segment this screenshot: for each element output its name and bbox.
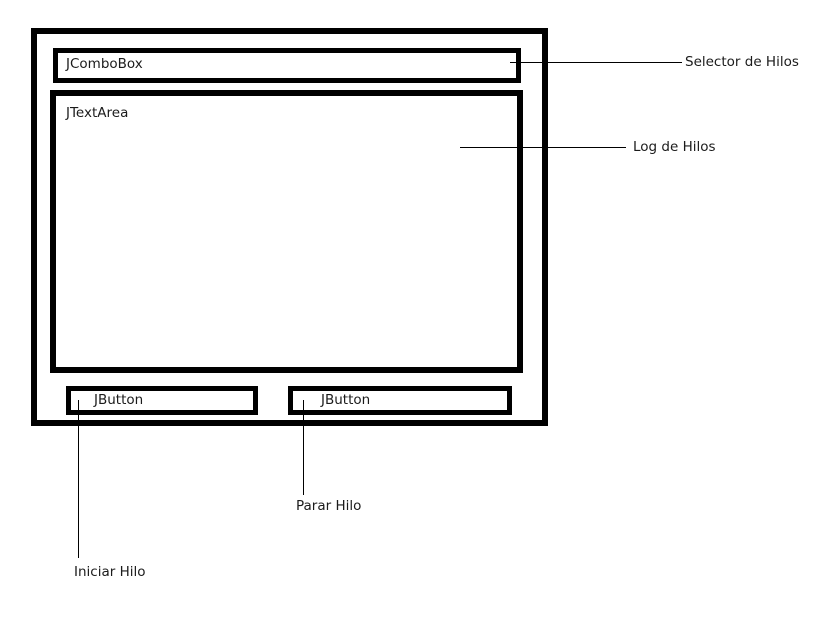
combobox-widget[interactable]: [53, 48, 521, 83]
annotation-selector-de-hilos: Selector de Hilos: [685, 54, 799, 70]
leader-line-start-thread: [78, 400, 79, 558]
start-thread-button-label: JButton: [94, 392, 144, 408]
stop-thread-button-label: JButton: [321, 392, 371, 408]
combobox-label: JComboBox: [66, 56, 143, 72]
annotation-log-de-hilos: Log de Hilos: [633, 139, 716, 155]
stop-thread-button[interactable]: [288, 386, 512, 415]
leader-line-stop-thread: [303, 400, 304, 495]
annotation-iniciar-hilo: Iniciar Hilo: [74, 564, 146, 580]
leader-line-log: [460, 147, 626, 148]
textarea-label: JTextArea: [66, 105, 129, 121]
annotation-parar-hilo: Parar Hilo: [296, 498, 362, 514]
start-thread-button[interactable]: [66, 386, 258, 415]
textarea-widget[interactable]: [50, 90, 523, 373]
leader-line-selector: [510, 62, 682, 63]
